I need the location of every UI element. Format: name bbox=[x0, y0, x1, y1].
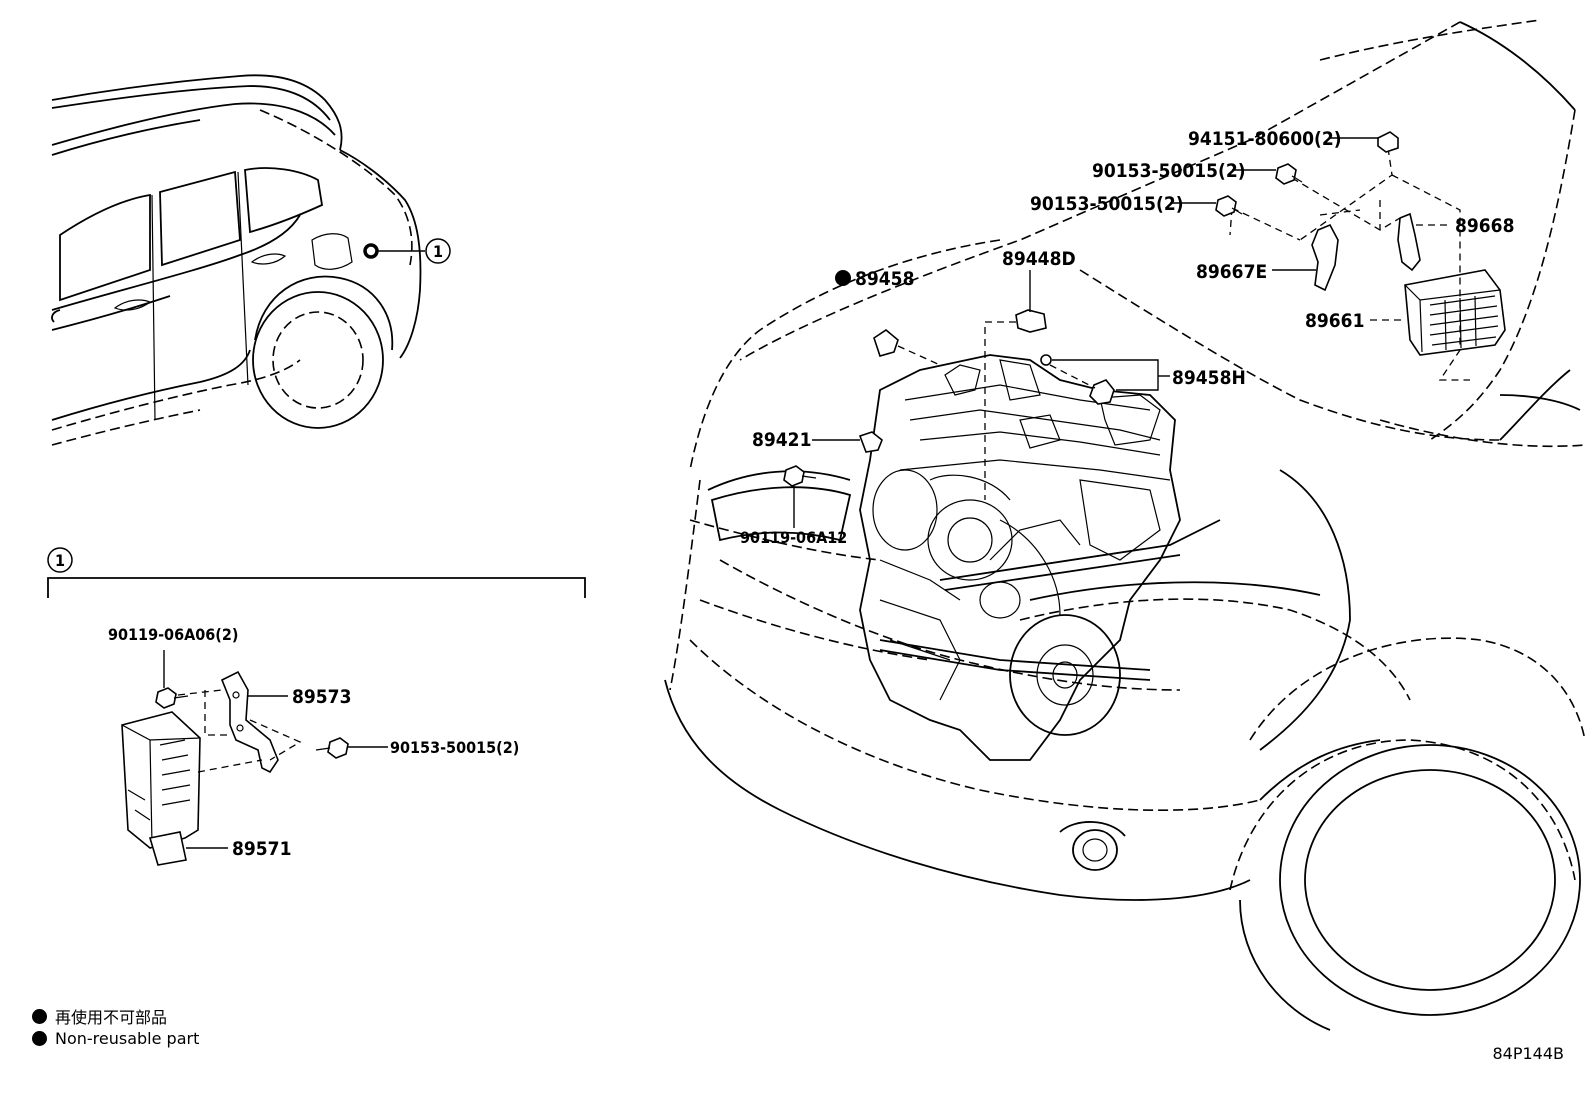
label-90119-06a06: 90119-06A06(2) bbox=[108, 625, 238, 644]
ecu-89661 bbox=[1370, 269, 1506, 356]
legend-dot-icon bbox=[32, 1008, 47, 1024]
label-90153-50015-upper: 90153-50015(2) bbox=[1092, 160, 1246, 182]
bracket-89667e bbox=[1272, 223, 1339, 292]
bracket-89668 bbox=[1397, 212, 1452, 272]
bolt-90153-50015-inset bbox=[315, 737, 388, 759]
legend-jp-text: 再使用不可部品 bbox=[55, 1008, 168, 1027]
label-89421: 89421 bbox=[752, 429, 811, 451]
bolt-90119-06a06 bbox=[155, 650, 189, 709]
label-89573: 89573 bbox=[292, 686, 351, 708]
legend-jp: 再使用不可部品 bbox=[32, 1004, 167, 1028]
label-89571: 89571 bbox=[232, 838, 291, 860]
callout-number: 1 bbox=[433, 242, 443, 261]
sensor-89421 bbox=[812, 431, 883, 453]
label-89667e: 89667E bbox=[1196, 261, 1267, 283]
legend-en: Non-reusable part bbox=[32, 1029, 199, 1048]
label-90119-06a12: 90119-06A12 bbox=[740, 528, 847, 547]
label-89661: 89661 bbox=[1305, 310, 1364, 332]
bolt-90119-06a12 bbox=[783, 465, 817, 528]
label-89458: 89458 bbox=[855, 268, 914, 290]
sensor-89458h bbox=[1040, 354, 1170, 405]
label-89448d: 89448D bbox=[1002, 248, 1076, 270]
label-89458h: 89458H bbox=[1172, 367, 1246, 389]
label-89668: 89668 bbox=[1455, 215, 1514, 237]
bolt-90153-50015-lower bbox=[1170, 195, 1243, 217]
sensor-89458 bbox=[873, 329, 941, 366]
inset-callout-circle bbox=[47, 547, 73, 573]
legend-dot-icon bbox=[32, 1031, 47, 1046]
callout-circle-1 bbox=[425, 238, 451, 264]
bolt-90153-50015-upper bbox=[1232, 163, 1303, 185]
ecu-89571 bbox=[121, 711, 201, 866]
diagram-code: 84P144B bbox=[1492, 1044, 1564, 1063]
inset-callout-number: 1 bbox=[55, 551, 65, 570]
label-94151-80600: 94151-80600(2) bbox=[1188, 128, 1342, 150]
nut-94151-80600 bbox=[1330, 131, 1399, 153]
inset-section: 1 bbox=[47, 547, 586, 866]
sensor-89448d bbox=[984, 270, 1047, 500]
label-90153-50015-inset: 90153-50015(2) bbox=[390, 738, 519, 757]
front-vehicle-view bbox=[664, 19, 1586, 1031]
bracket-89573 bbox=[220, 670, 288, 774]
rear-vehicle-view: 1 bbox=[51, 74, 451, 446]
label-90153-50015-lower: 90153-50015(2) bbox=[1030, 193, 1184, 215]
legend-en-text: Non-reusable part bbox=[55, 1029, 200, 1048]
non-reusable-marker bbox=[835, 270, 851, 286]
engine-assembly bbox=[859, 354, 1221, 761]
